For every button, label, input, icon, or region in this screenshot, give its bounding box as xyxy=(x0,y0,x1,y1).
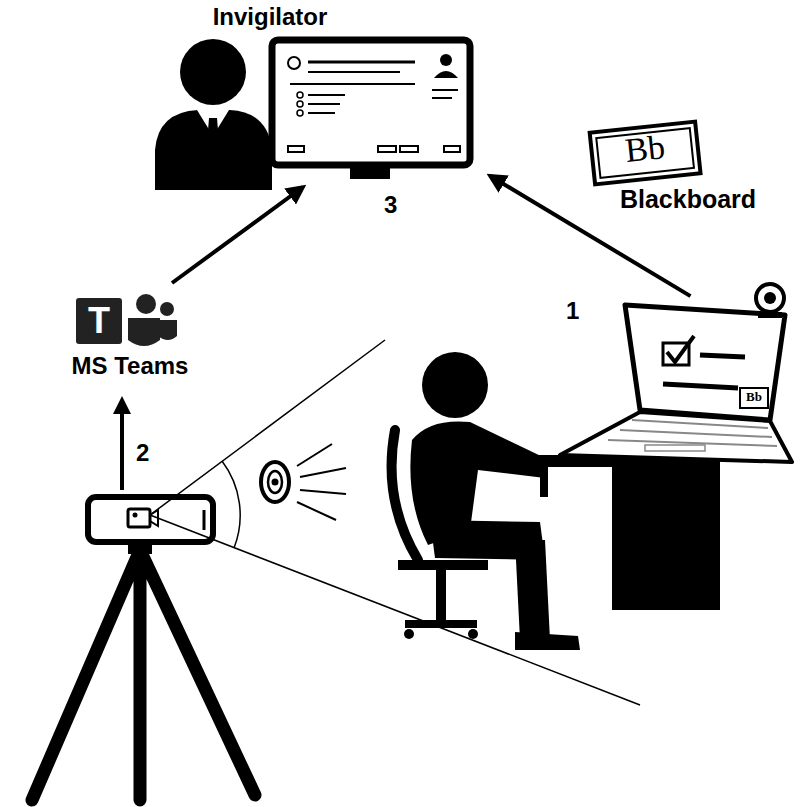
monitor-part xyxy=(400,146,418,152)
invigilator-figure-part xyxy=(155,110,272,190)
blackboard-logo-part xyxy=(590,122,701,185)
laptop xyxy=(560,284,792,462)
camera-view-part xyxy=(268,471,282,493)
student-figure-part xyxy=(422,352,488,418)
logo-letters: Bb xyxy=(623,128,666,169)
teams-logo-part xyxy=(160,302,174,316)
monitor-part xyxy=(308,61,415,64)
laptop-part xyxy=(740,388,768,408)
invigilator-figure xyxy=(155,39,272,190)
phone-tripod-part xyxy=(128,509,150,527)
laptop-node: Bb xyxy=(605,285,795,470)
node-label: Blackboard xyxy=(620,186,756,214)
monitor-part xyxy=(297,101,303,107)
camera-view-part xyxy=(272,479,279,486)
laptop-part xyxy=(645,445,705,451)
monitor-part xyxy=(440,54,452,66)
phone-tripod-part xyxy=(32,550,255,800)
camera-view-part xyxy=(261,462,289,502)
camera-view-part xyxy=(150,515,640,705)
callout-number: 3 xyxy=(384,192,397,218)
laptop-part xyxy=(756,284,784,312)
laptop-part xyxy=(608,420,777,446)
callout-number: 2 xyxy=(136,440,149,466)
teams-logo-part xyxy=(76,298,122,344)
laptop-part xyxy=(560,412,792,462)
monitor-part xyxy=(432,97,452,99)
monitor xyxy=(272,40,470,179)
student-figure-part xyxy=(405,620,477,628)
monitor-part xyxy=(297,92,303,98)
monitor-part xyxy=(288,146,304,152)
teams-logo-part xyxy=(136,294,156,314)
camera-view-part xyxy=(297,444,332,466)
laptop-part xyxy=(667,336,694,362)
teams-node: T MS Teams xyxy=(60,283,200,390)
laptop-part xyxy=(663,384,738,388)
camera-view-part xyxy=(300,468,346,477)
monitor-part xyxy=(378,146,396,152)
monitor-part xyxy=(308,112,335,114)
node-label: MS Teams xyxy=(72,353,189,379)
student-figure-part xyxy=(515,540,550,640)
teams-logo-part xyxy=(128,318,160,346)
blackboard-logo-part xyxy=(596,128,694,178)
camera-view-part xyxy=(297,502,336,520)
student-figure-part xyxy=(612,460,720,610)
logo-letter: T xyxy=(88,301,110,341)
monitor-part xyxy=(308,103,340,105)
monitor-part xyxy=(272,40,470,165)
blackboard-node: BbBlackboard xyxy=(585,116,785,232)
stream-arrow-part xyxy=(120,410,124,490)
monitor-part xyxy=(434,71,458,78)
node-heading: Invigilator xyxy=(213,4,328,30)
phone-tripod-part xyxy=(203,510,206,530)
stream-arrow-part xyxy=(113,396,131,414)
screen-badge: Bb xyxy=(746,390,762,404)
student-figure-part xyxy=(540,462,548,497)
laptop-part xyxy=(700,355,745,357)
camera-view-part xyxy=(222,461,240,548)
student-figure-part xyxy=(436,568,446,623)
student-figure-part xyxy=(515,632,580,650)
monitor-part xyxy=(308,94,345,96)
laptop-part xyxy=(764,292,776,304)
phone-tripod-part xyxy=(133,513,138,518)
phone-tripod-part xyxy=(88,497,213,542)
monitor-part xyxy=(308,71,400,73)
invigilator-figure-part xyxy=(205,118,221,180)
blackboard-logo xyxy=(590,122,701,185)
invigilator-station: Invigilator xyxy=(150,2,490,187)
monitor-part xyxy=(297,110,303,116)
student-figure-part xyxy=(468,629,478,639)
monitor-part xyxy=(288,57,300,69)
monitor-part xyxy=(444,146,460,152)
student-figure-part xyxy=(404,629,414,639)
invigilator-figure-part xyxy=(180,39,246,105)
flow-arrow xyxy=(172,187,303,283)
teams-logo-part xyxy=(158,320,177,340)
camera-view-part xyxy=(300,490,346,494)
monitor-part xyxy=(290,83,415,85)
callout-number: 1 xyxy=(566,298,579,324)
teams-logo xyxy=(76,294,177,346)
stream-arrow xyxy=(113,396,131,490)
laptop-part xyxy=(625,305,785,420)
monitor-part xyxy=(432,89,458,91)
camera-view xyxy=(150,340,640,705)
